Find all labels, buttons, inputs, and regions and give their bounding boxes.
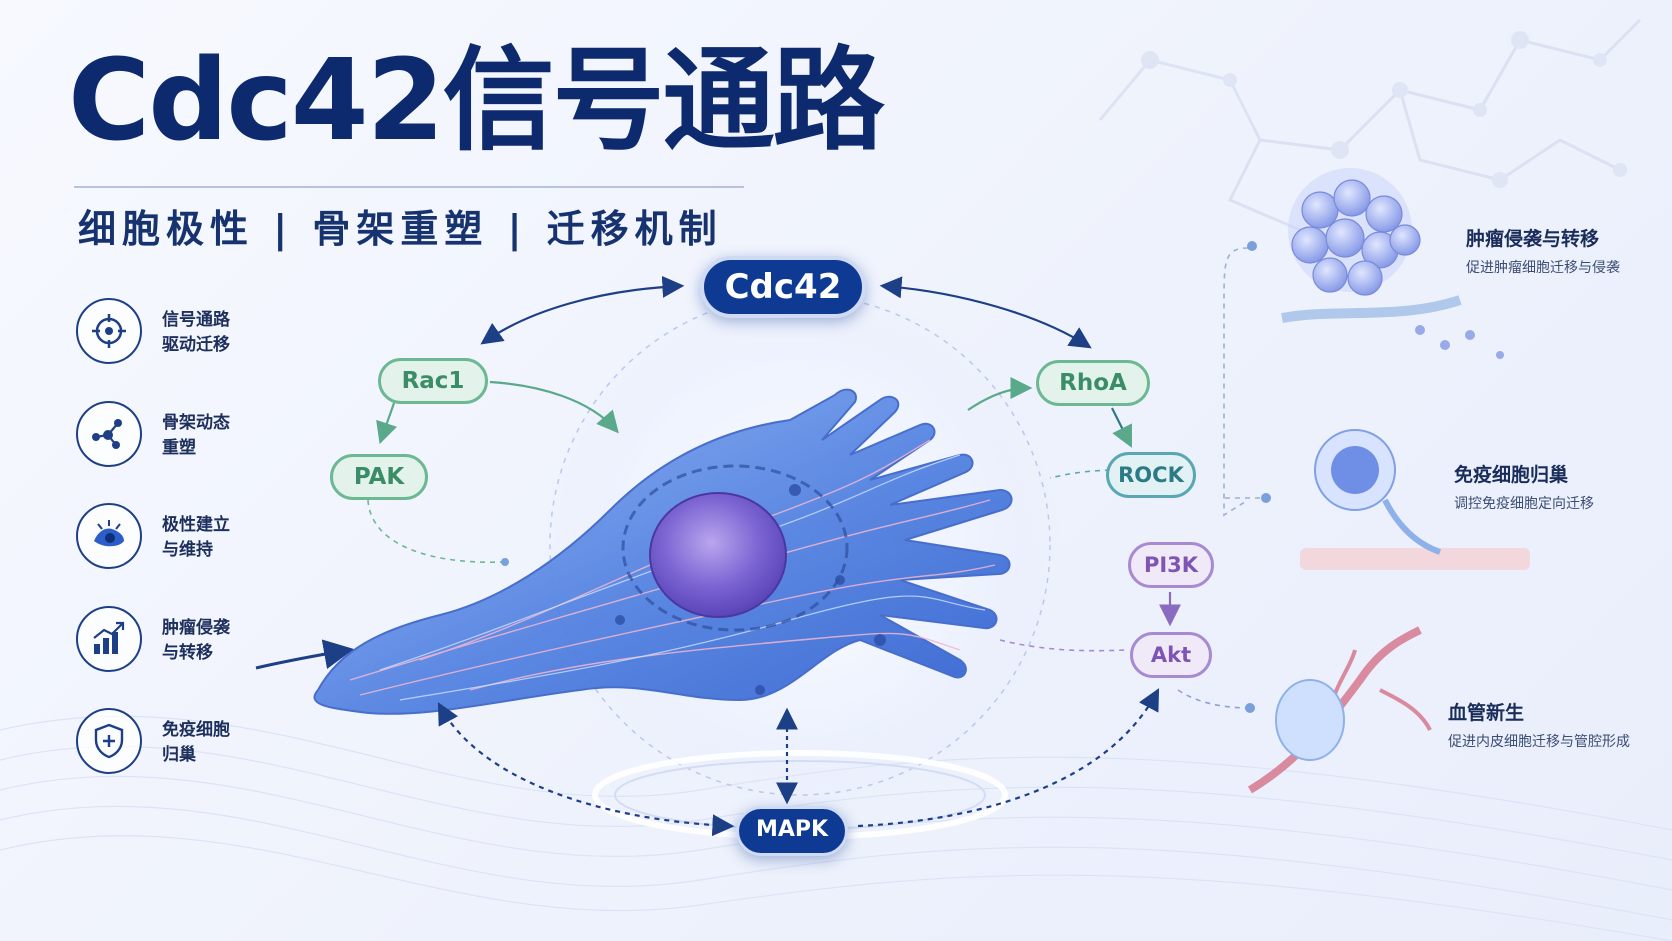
title-divider (74, 186, 744, 188)
node-mapk: MAPK (736, 806, 848, 856)
page-title: Cdc42信号通路 (68, 36, 885, 166)
bar-chart-icon (76, 606, 142, 672)
node-cdc42: Cdc42 (700, 256, 866, 318)
feature-label-line2: 归巢 (162, 745, 196, 765)
network-icon (76, 401, 142, 467)
feature-label-line2: 与维持 (162, 540, 213, 560)
effect-description: 促进内皮细胞迁移与管腔形成 (1448, 734, 1630, 750)
blood-vessel-illustration (1247, 626, 1432, 794)
shield-icon (76, 708, 142, 774)
effect-description: 调控免疫细胞定向迁移 (1454, 496, 1594, 512)
feature-item-tumor: 肿瘤侵袭与转移 (76, 606, 306, 678)
node-rock: ROCK (1106, 452, 1196, 498)
effect-title: 免疫细胞归巢 (1454, 464, 1569, 486)
feature-label-line1: 骨架动态 (162, 413, 230, 433)
feature-label-line1: 肿瘤侵袭 (162, 618, 230, 638)
feature-label-line2: 驱动迁移 (162, 335, 230, 355)
feature-label-line1: 免疫细胞 (162, 720, 230, 740)
crosshair-icon (76, 298, 142, 364)
tumor-cluster-illustration (1281, 168, 1504, 359)
effect-title: 肿瘤侵袭与转移 (1466, 228, 1600, 250)
migrating-cell-illustration (313, 388, 1013, 715)
feature-label-line1: 信号通路 (162, 310, 230, 330)
effect-description: 促进肿瘤细胞迁移与侵袭 (1466, 260, 1620, 276)
node-akt: Akt (1130, 632, 1212, 678)
page-subtitle: 细胞极性 | 骨架重塑 | 迁移机制 (78, 207, 723, 251)
effect-immune-homing: 免疫细胞归巢 调控免疫细胞定向迁移 (1454, 460, 1594, 513)
feature-item-polarity: 极性建立与维持 (76, 503, 306, 575)
node-pak: PAK (330, 454, 428, 500)
feature-item-cytoskeleton: 骨架动态重塑 (76, 401, 306, 473)
feature-item-signaling: 信号通路驱动迁移 (76, 298, 306, 370)
node-rhoa: RhoA (1036, 360, 1150, 406)
cell-icon (76, 503, 142, 569)
effect-tumor-invasion: 肿瘤侵袭与转移 促进肿瘤细胞迁移与侵袭 (1466, 224, 1620, 277)
feature-item-immune: 免疫细胞归巢 (76, 708, 306, 780)
feature-label-line1: 极性建立 (162, 515, 230, 535)
node-rac1: Rac1 (378, 358, 488, 404)
feature-label-line2: 重塑 (162, 438, 196, 458)
feature-label-line2: 与转移 (162, 643, 213, 663)
node-pi3k: PI3K (1128, 542, 1214, 588)
immune-cell-illustration (1300, 429, 1530, 570)
effect-angiogenesis: 血管新生 促进内皮细胞迁移与管腔形成 (1448, 698, 1630, 751)
effect-title: 血管新生 (1448, 702, 1525, 724)
